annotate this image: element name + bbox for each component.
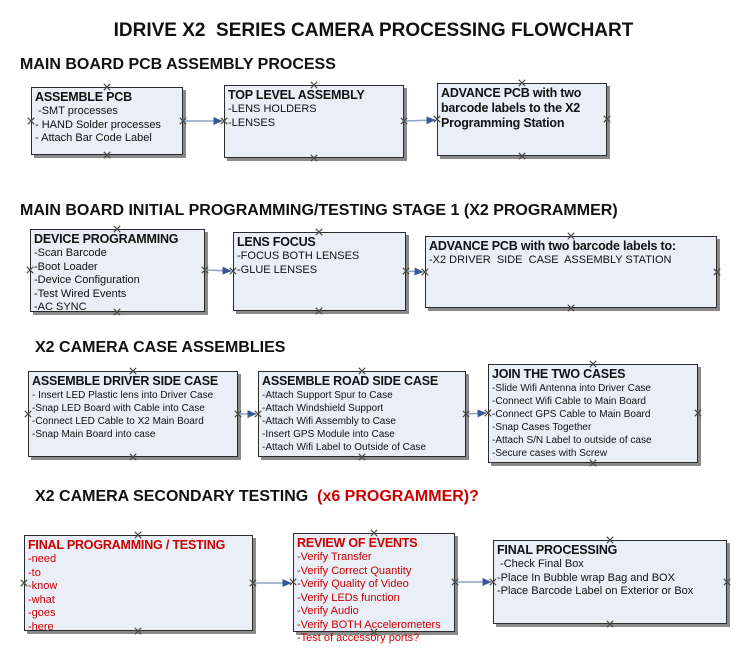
flow-box-assemble-driver-side-case[interactable]: ASSEMBLE DRIVER SIDE CASE - Insert LED P…: [28, 371, 238, 457]
box-item: -GLUE LENSES: [237, 263, 318, 276]
box-title: DEVICE PROGRAMMING: [34, 232, 179, 246]
box-item: -Attach Wifi Assembly to Case: [262, 416, 396, 427]
section-heading-case-assemblies: X2 CAMERA CASE ASSEMBLIES: [35, 339, 285, 357]
section-heading-text: MAIN BOARD PCB ASSEMBLY PROCESS: [20, 56, 336, 73]
box-item: -goes: [28, 607, 56, 619]
section-heading-text: X2 CAMERA SECONDARY TESTING: [35, 488, 318, 505]
box-item: - Insert LED Plastic lens into Driver Ca…: [32, 390, 214, 401]
box-item: -Verify LEDs function: [297, 591, 400, 604]
box-title: FINAL PROGRAMMING / TESTING: [28, 538, 226, 552]
box-item: -Place In Bubble wrap Bag and BOX: [497, 571, 675, 584]
box-item: -here: [28, 620, 54, 633]
box-title: LENS FOCUS: [237, 235, 316, 249]
section-heading-secondary-testing: X2 CAMERA SECONDARY TESTING (x6 PROGRAMM…: [35, 488, 479, 506]
box-item: -Scan Barcode: [34, 247, 107, 259]
box-title: ASSEMBLE PCB: [35, 90, 132, 104]
box-item: - Attach Bar Code Label: [35, 132, 152, 144]
box-item: -Verify Transfer: [297, 551, 372, 563]
section-heading-red-text: (x6 PROGRAMMER)?: [317, 488, 479, 505]
page-title: IDRIVE X2 SERIES CAMERA PROCESSING FLOWC…: [113, 20, 634, 41]
box-item: -Verify BOTH Accelerometers: [297, 618, 441, 631]
box-title: ADVANCE PCB with two barcode labels to:: [429, 239, 676, 253]
box-item: -Snap LED Board with Cable into Case: [32, 403, 205, 414]
box-item: -LENS HOLDERS: [228, 103, 317, 115]
box-item: -Connect GPS Cable to Main Board: [492, 409, 651, 420]
box-item: -need: [28, 553, 57, 565]
connector-arrow[interactable]: [465, 409, 487, 418]
box-item: -FOCUS BOTH LENSES: [237, 250, 360, 262]
box-item: -know: [28, 580, 58, 592]
box-item: -Boot Loader: [34, 260, 98, 273]
box-item: - HAND Solder processes: [35, 118, 161, 131]
box-item: -Verify Audio: [297, 605, 359, 617]
box-item: -Snap Cases Together: [492, 422, 592, 433]
box-item: -Test of accessory ports?: [297, 632, 420, 644]
box-title: ASSEMBLE ROAD SIDE CASE: [262, 374, 438, 388]
box-item: -Attach Wifi Label to Outside of Case: [262, 442, 426, 453]
flow-box-final-programming-testing[interactable]: FINAL PROGRAMMING / TESTING -need -to -k…: [24, 535, 253, 633]
flow-box-device-programming[interactable]: DEVICE PROGRAMMING -Scan Barcode -Boot L…: [30, 229, 205, 313]
section-heading-initial-programming: MAIN BOARD INITIAL PROGRAMMING/TESTING S…: [20, 202, 618, 220]
box-title: FINAL PROCESSING: [497, 543, 618, 557]
box-item: -Snap Main Board into case: [32, 429, 156, 440]
flow-box-top-level-assembly[interactable]: TOP LEVEL ASSEMBLY -LENS HOLDERS -LENSES: [224, 85, 404, 158]
box-item: -AC SYNC: [34, 301, 87, 313]
flow-box-lens-focus[interactable]: LENS FOCUS -FOCUS BOTH LENSES -GLUE LENS…: [233, 232, 406, 311]
section-heading-pcb-assembly: MAIN BOARD PCB ASSEMBLY PROCESS: [20, 56, 336, 74]
box-title: JOIN THE TWO CASES: [492, 367, 626, 381]
connector-arrow[interactable]: [403, 116, 436, 125]
box-item: -Device Configuration: [34, 274, 140, 286]
flow-box-final-processing[interactable]: FINAL PROCESSING -Check Final Box -Place…: [493, 540, 727, 624]
box-item: -LENSES: [228, 116, 276, 129]
section-heading-text: MAIN BOARD INITIAL PROGRAMMING/TESTING S…: [20, 202, 618, 219]
box-title: REVIEW OF EVENTS: [297, 536, 418, 550]
box-item: -Attach Windshield Support: [262, 403, 384, 414]
box-title: ADVANCE PCB with two barcode labels to t…: [441, 86, 582, 130]
box-item: -to: [28, 566, 41, 579]
box-item: -Attach S/N Label to outside of case: [492, 435, 652, 446]
flow-box-join-the-two-cases[interactable]: JOIN THE TWO CASES -Slide Wifi Antenna i…: [488, 364, 698, 463]
connector-arrow[interactable]: [204, 266, 232, 275]
connector-arrow[interactable]: [405, 267, 424, 276]
box-item: -what: [28, 593, 55, 606]
box-item: -Connect Wifi Cable to Main Board: [492, 396, 646, 407]
flow-box-review-of-events[interactable]: REVIEW OF EVENTS -Verify Transfer -Verif…: [293, 533, 455, 644]
box-item: -Place Barcode Label on Exterior or Box: [497, 585, 694, 597]
flow-box-assemble-road-side-case[interactable]: ASSEMBLE ROAD SIDE CASE -Attach Support …: [258, 371, 466, 457]
box-item: -Connect LED Cable to X2 Main Board: [32, 416, 204, 427]
box-item: -Attach Support Spur to Case: [262, 390, 393, 401]
box-item: -Verify Correct Quantity: [297, 564, 412, 577]
box-title: ASSEMBLE DRIVER SIDE CASE: [32, 374, 219, 388]
flow-box-advance-pcb-driver-side[interactable]: ADVANCE PCB with two barcode labels to: …: [425, 236, 717, 308]
box-item: -Secure cases with Screw: [492, 448, 608, 459]
box-item: -Test Wired Events: [34, 287, 127, 300]
flow-box-assemble-pcb[interactable]: ASSEMBLE PCB -SMT processes - HAND Solde…: [31, 87, 183, 155]
box-title: TOP LEVEL ASSEMBLY: [228, 88, 365, 102]
box-item: -X2 DRIVER SIDE CASE ASSEMBLY STATION: [429, 254, 672, 266]
box-item: -Check Final Box: [497, 558, 584, 570]
box-item: -Verify Quality of Video: [297, 578, 409, 590]
section-heading-text: X2 CAMERA CASE ASSEMBLIES: [35, 339, 286, 356]
box-item: -SMT processes: [35, 105, 118, 117]
box-item: -Slide Wifi Antenna into Driver Case: [492, 383, 651, 394]
flow-box-advance-pcb-programming-station[interactable]: ADVANCE PCB with two barcode labels to t…: [437, 83, 607, 156]
box-item: -Insert GPS Module into Case: [262, 429, 395, 440]
